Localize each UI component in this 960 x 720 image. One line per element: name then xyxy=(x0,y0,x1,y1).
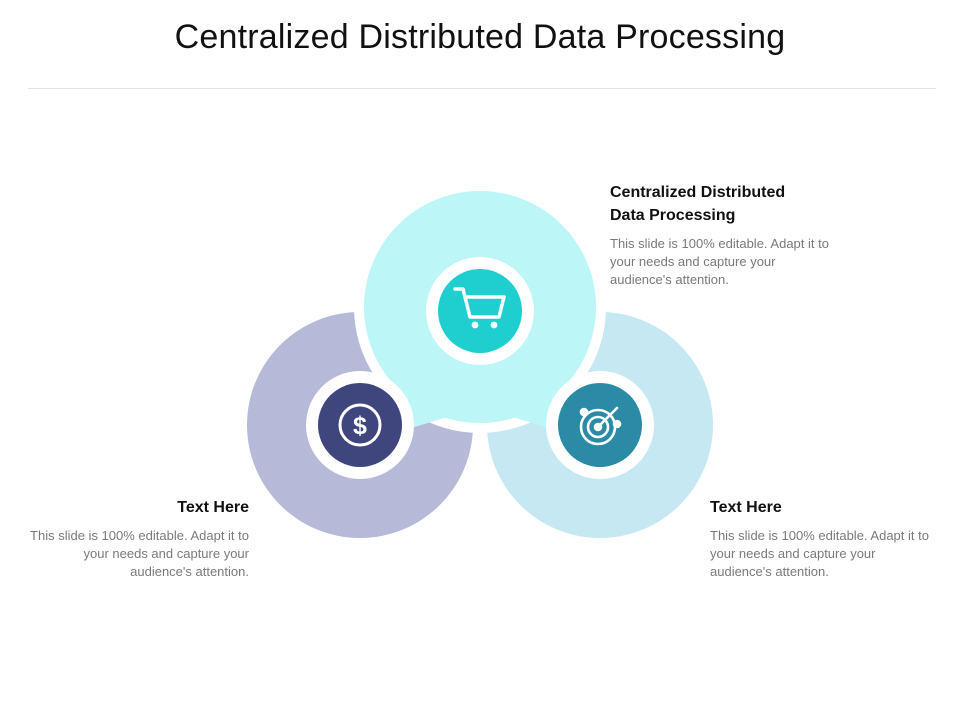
heading-top-line-1: Centralized Distributed xyxy=(610,184,786,201)
shopping-cart-icon xyxy=(453,287,506,329)
text-block-top: Centralized Distributed Data Processing … xyxy=(610,181,835,289)
dollar-icon: $ xyxy=(338,403,382,447)
body-left: This slide is 100% editable. Adapt it to… xyxy=(30,528,249,579)
svg-text:$: $ xyxy=(353,412,367,440)
left-icon-disc xyxy=(318,383,402,467)
heading-right: Text Here xyxy=(710,499,782,516)
text-block-right: Text Here This slide is 100% editable. A… xyxy=(710,496,935,581)
heading-top: Centralized Distributed Data Processing xyxy=(610,181,835,227)
text-block-left: Text Here This slide is 100% editable. A… xyxy=(24,496,249,581)
heading-left: Text Here xyxy=(177,499,249,516)
top-ring-left-tail xyxy=(400,350,470,430)
page-title: Centralized Distributed Data Processing xyxy=(174,18,786,56)
body-top: This slide is 100% editable. Adapt it to… xyxy=(610,236,829,287)
top-icon-disc xyxy=(438,269,522,353)
body-right: This slide is 100% editable. Adapt it to… xyxy=(710,528,929,579)
title-divider xyxy=(28,88,936,89)
top-ring-right-tail xyxy=(490,350,560,430)
target-icon xyxy=(579,406,622,446)
heading-top-line-2: Data Processing xyxy=(610,207,736,224)
